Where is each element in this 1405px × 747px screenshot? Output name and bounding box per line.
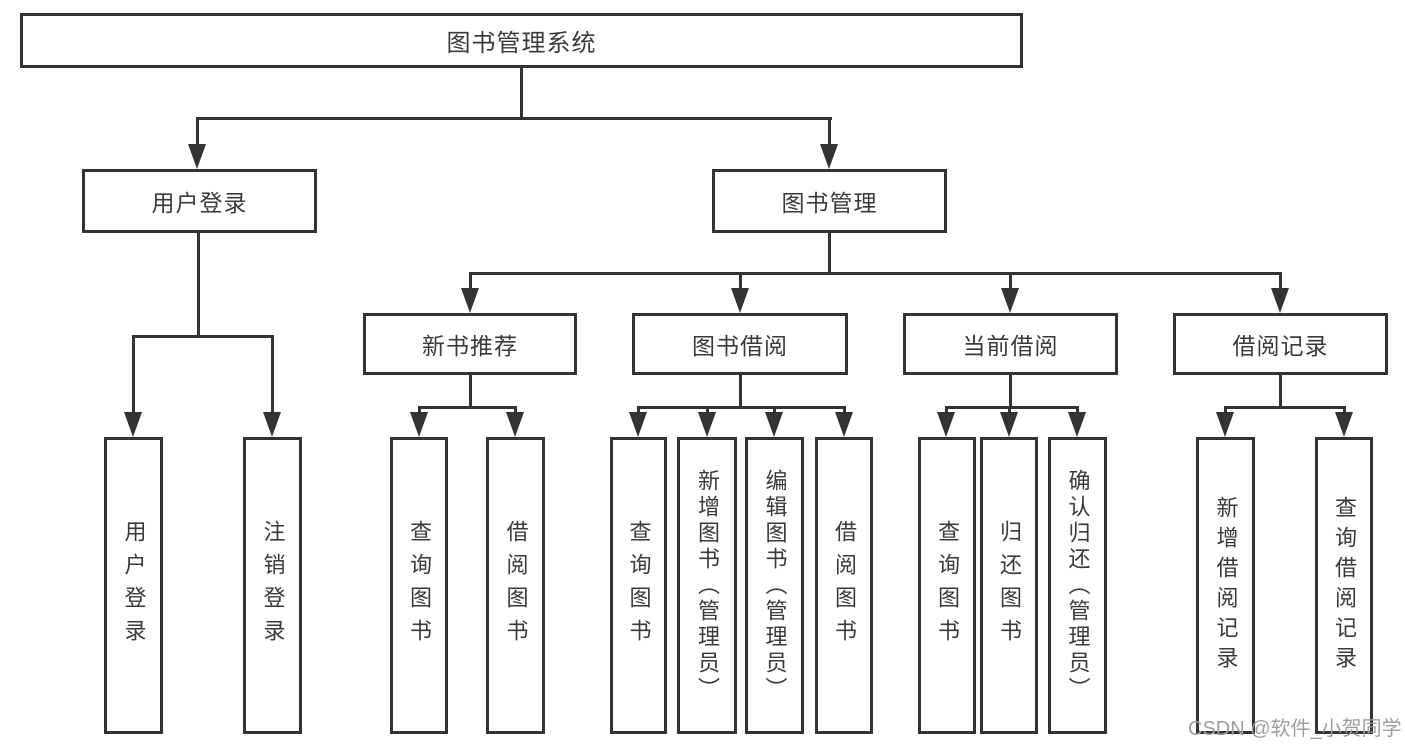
leaf-confirm-return-admin: 确认归还（管理员） <box>1048 437 1107 734</box>
connector-line <box>1224 406 1345 409</box>
node-borrowing-records: 借阅记录 <box>1173 313 1388 375</box>
arrow-down-icon <box>263 412 281 437</box>
node-label: 归还图书 <box>997 519 1022 652</box>
arrow-down-icon <box>765 412 783 437</box>
leaf-add-borrow-record: 新增借阅记录 <box>1196 437 1255 734</box>
node-label: 借阅图书 <box>503 519 529 652</box>
node-label: 图书管理系统 <box>446 30 597 57</box>
connector-line <box>520 68 523 117</box>
leaf-edit-books-admin: 编辑图书（管理员） <box>745 437 804 734</box>
arrow-down-icon <box>937 412 955 437</box>
leaf-query-books-borrowing: 查询图书 <box>610 437 667 734</box>
arrow-down-icon <box>1335 412 1353 437</box>
connector-line <box>196 117 832 120</box>
node-label: 注销登录 <box>260 519 286 652</box>
leaf-borrow-books-borrowing: 借阅图书 <box>815 437 873 734</box>
connector-line <box>843 406 846 416</box>
arrow-down-icon <box>506 412 524 437</box>
node-label: 查询图书 <box>935 519 960 652</box>
node-label: 当前借阅 <box>962 333 1059 359</box>
node-label: 用户登录 <box>121 519 147 652</box>
node-label: 新增图书（管理员） <box>695 468 720 703</box>
connector-line <box>1008 406 1011 416</box>
connector-line <box>1279 272 1282 292</box>
connector-line <box>739 375 742 408</box>
arrow-down-icon <box>124 412 142 437</box>
connector-line <box>469 375 472 408</box>
leaf-borrow-books-recommend: 借阅图书 <box>486 437 545 734</box>
node-label: 查询图书 <box>407 519 432 652</box>
leaf-return-books: 归还图书 <box>980 437 1038 734</box>
node-label: 图书管理 <box>781 190 878 216</box>
connector-line <box>739 272 742 292</box>
connector-line <box>945 406 1079 409</box>
connector-line <box>132 335 274 338</box>
node-label: 编辑图书（管理员） <box>762 468 788 703</box>
connector-line <box>271 335 274 415</box>
connector-line <box>469 272 1282 275</box>
arrow-down-icon <box>1271 288 1289 313</box>
connector-line <box>469 272 472 292</box>
leaf-logout: 注销登录 <box>243 437 302 734</box>
connector-line <box>637 406 640 416</box>
connector-line <box>418 406 517 409</box>
connector-line <box>1009 272 1012 292</box>
node-label: 借阅图书 <box>832 519 857 652</box>
arrow-down-icon <box>461 288 479 313</box>
connector-line <box>196 117 199 147</box>
arrow-down-icon <box>731 288 749 313</box>
leaf-query-books-recommend: 查询图书 <box>390 437 448 734</box>
leaf-query-books-current: 查询图书 <box>918 437 976 734</box>
node-label: 查询借阅记录 <box>1332 495 1357 676</box>
arrow-down-icon <box>410 412 428 437</box>
connector-line <box>1343 406 1346 416</box>
connector-line <box>773 406 776 416</box>
connector-line <box>197 233 200 337</box>
arrow-down-icon <box>629 412 647 437</box>
arrow-down-icon <box>188 144 206 169</box>
node-current-borrowing: 当前借阅 <box>903 313 1118 375</box>
leaf-query-borrow-record: 查询借阅记录 <box>1315 437 1373 734</box>
connector-line <box>828 233 831 275</box>
node-user-login: 用户登录 <box>82 169 317 233</box>
arrow-down-icon <box>1001 288 1019 313</box>
node-label: 查询图书 <box>626 519 652 652</box>
connector-line <box>1076 406 1079 416</box>
node-label: 借阅记录 <box>1232 333 1329 359</box>
connector-line <box>945 406 948 416</box>
arrow-down-icon <box>698 412 716 437</box>
node-label: 新增借阅记录 <box>1213 495 1239 676</box>
connector-line <box>828 117 831 147</box>
node-label: 新书推荐 <box>422 333 518 359</box>
connector-line <box>418 406 421 416</box>
connector-line <box>1009 375 1012 408</box>
arrow-down-icon <box>820 144 838 169</box>
connector-line <box>514 406 517 416</box>
node-label: 确认归还（管理员） <box>1065 468 1091 703</box>
arrow-down-icon <box>835 412 853 437</box>
arrow-down-icon <box>1068 412 1086 437</box>
arrow-down-icon <box>1216 412 1234 437</box>
connector-line <box>1279 375 1282 408</box>
arrow-down-icon <box>1000 412 1018 437</box>
connector-line <box>637 406 845 409</box>
connector-line <box>706 406 709 416</box>
node-library-management-system: 图书管理系统 <box>20 13 1023 68</box>
node-new-book-recommendation: 新书推荐 <box>363 313 577 375</box>
leaf-user-login: 用户登录 <box>104 437 163 734</box>
csdn-watermark: CSDN @软件_小贺同学 <box>1188 718 1402 740</box>
leaf-add-books-admin: 新增图书（管理员） <box>677 437 737 734</box>
connector-line <box>132 335 135 415</box>
connector-line <box>1224 406 1227 416</box>
node-label: 用户登录 <box>151 190 248 216</box>
node-book-management: 图书管理 <box>712 169 947 233</box>
node-label: 图书借阅 <box>692 333 788 359</box>
node-book-borrowing: 图书借阅 <box>632 313 848 375</box>
